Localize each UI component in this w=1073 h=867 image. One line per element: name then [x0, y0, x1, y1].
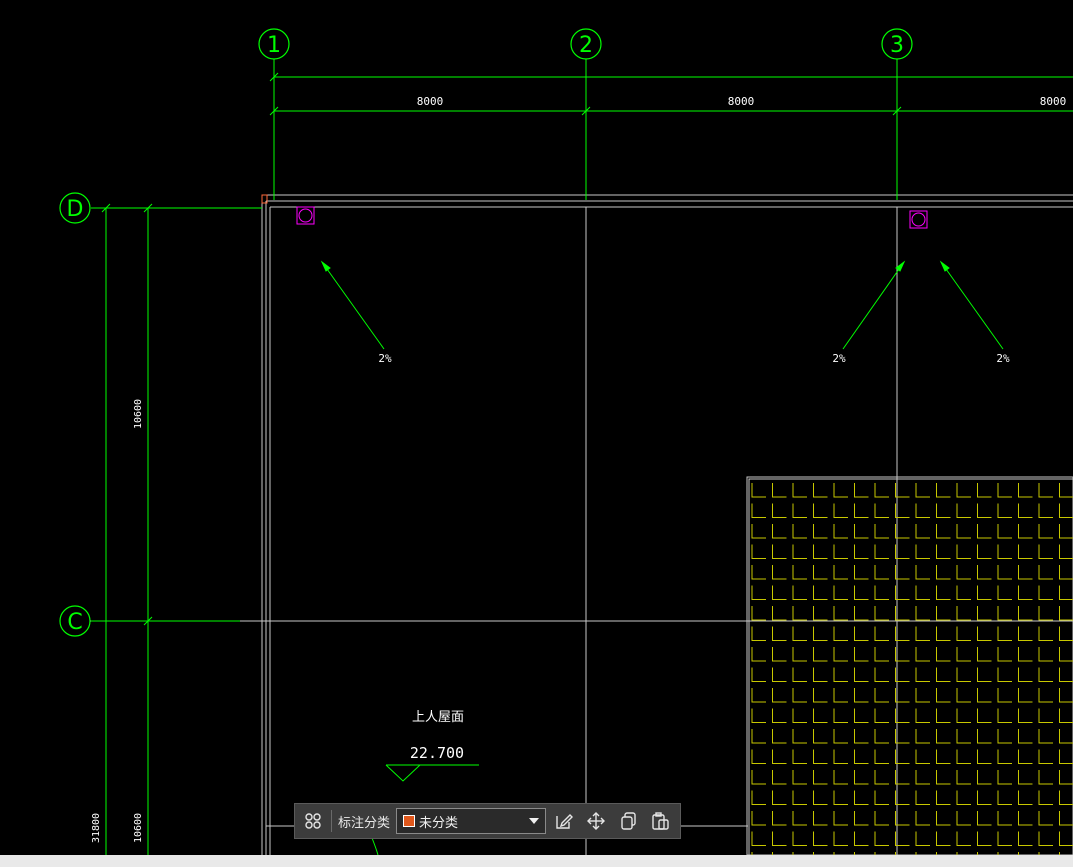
- category-color-swatch: [403, 815, 416, 827]
- annotation-toolbar: 标注分类 未分类: [294, 803, 681, 839]
- dim-31800: 31800: [91, 813, 102, 843]
- category-dropdown[interactable]: 未分类: [396, 808, 547, 834]
- svg-text:2: 2: [579, 33, 593, 58]
- grid-group-icon[interactable]: [299, 807, 327, 835]
- slope-label: 2%: [832, 352, 846, 365]
- status-strip: [0, 855, 1073, 867]
- dim-10600-upper: 10600: [133, 399, 144, 429]
- toolbar-separator: [331, 810, 332, 832]
- svg-text:C: C: [67, 610, 82, 635]
- dim-8000-a: 8000: [417, 95, 444, 108]
- roof-outline: [261, 194, 1073, 855]
- slope-label: 2%: [378, 352, 392, 365]
- edit-icon[interactable]: [550, 807, 578, 835]
- grid-bubble-c[interactable]: C: [59, 605, 91, 637]
- move-icon[interactable]: [582, 807, 610, 835]
- copy-icon[interactable]: [614, 807, 642, 835]
- roof-label: 上人屋面: [412, 710, 464, 725]
- grid-bubble-d[interactable]: D: [59, 192, 91, 224]
- svg-text:3: 3: [890, 33, 904, 58]
- dim-8000-c: 8000: [1040, 95, 1067, 108]
- elevation-value: 22.700: [410, 744, 464, 762]
- slope-label: 2%: [996, 352, 1010, 365]
- slope-arrows: [320, 260, 1004, 350]
- horizontal-dimensions: [269, 72, 1073, 116]
- svg-text:D: D: [67, 197, 84, 222]
- axis-lines: [90, 207, 1073, 855]
- chevron-down-icon: [529, 818, 540, 824]
- elevation-symbol: [385, 764, 479, 782]
- category-value: 未分类: [419, 815, 459, 831]
- grid-bubble-2[interactable]: 2: [570, 28, 602, 60]
- grid-bubble-1[interactable]: 1: [258, 28, 290, 60]
- corner-marker: [261, 194, 268, 204]
- roof-drain[interactable]: [296, 206, 315, 225]
- grid-leaders: [91, 59, 898, 622]
- svg-text:1: 1: [267, 33, 281, 58]
- paste-icon[interactable]: [646, 807, 674, 835]
- vertical-dimensions: [101, 203, 153, 855]
- roof-drain[interactable]: [909, 210, 928, 229]
- leader-arc: [371, 837, 379, 856]
- grid-bubble-3[interactable]: 3: [881, 28, 913, 60]
- category-label: 标注分类: [338, 815, 391, 831]
- dim-10600-lower: 10600: [133, 813, 144, 843]
- hatch-region: [746, 476, 1073, 856]
- dim-8000-b: 8000: [728, 95, 755, 108]
